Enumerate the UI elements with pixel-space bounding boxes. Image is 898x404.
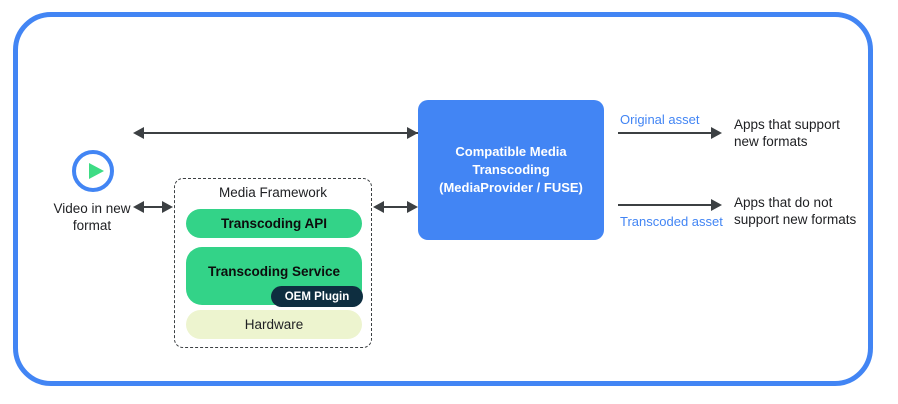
edge-label-transcoded-asset: Transcoded asset [620, 214, 723, 229]
node-apps-not-support-new-formats: Apps that do not support new formats [734, 195, 857, 227]
node-transcoding-api-label: Transcoding API [220, 216, 328, 231]
node-transcoding-api: Transcoding API [186, 209, 362, 238]
arrow-video-to-framework [144, 206, 168, 208]
arrow-head-left-icon [133, 127, 144, 139]
node-hardware-label: Hardware [244, 317, 304, 332]
play-triangle-icon [89, 163, 104, 179]
node-cmt-line2: Transcoding [472, 162, 550, 177]
arrow-head-left-icon [373, 201, 384, 213]
node-cmt-text: Compatible Media Transcoding (MediaProvi… [431, 143, 591, 197]
node-hardware: Hardware [186, 310, 362, 339]
media-framework-title: Media Framework [218, 185, 328, 200]
arrow-head-right-icon [407, 127, 418, 139]
node-cmt-line3: (MediaProvider / FUSE) [439, 180, 583, 195]
arrow-head-right-icon [711, 199, 722, 211]
media-framework-group: Media Framework Transcoding API Transcod… [174, 178, 372, 348]
video-source-label: Video in new format [53, 201, 131, 233]
arrow-original-asset [618, 132, 714, 134]
arrow-head-left-icon [133, 201, 144, 213]
arrow-head-right-icon [711, 127, 722, 139]
play-circle-icon [72, 150, 114, 192]
node-apps-support-new-formats: Apps that support new formats [734, 117, 840, 149]
edge-label-original-asset: Original asset [620, 112, 700, 127]
arrow-transcoded-asset [618, 204, 714, 206]
arrow-video-to-transcoding [144, 132, 418, 134]
node-oem-plugin-label: OEM Plugin [284, 290, 350, 303]
node-compatible-media-transcoding: Compatible Media Transcoding (MediaProvi… [418, 100, 604, 240]
arrow-head-right-icon [407, 201, 418, 213]
node-cmt-line1: Compatible Media [455, 144, 567, 159]
arrow-framework-to-transcoding [382, 206, 408, 208]
node-oem-plugin: OEM Plugin [271, 286, 363, 307]
node-transcoding-service-label: Transcoding Service [207, 263, 341, 279]
arrow-head-right-icon [162, 201, 173, 213]
